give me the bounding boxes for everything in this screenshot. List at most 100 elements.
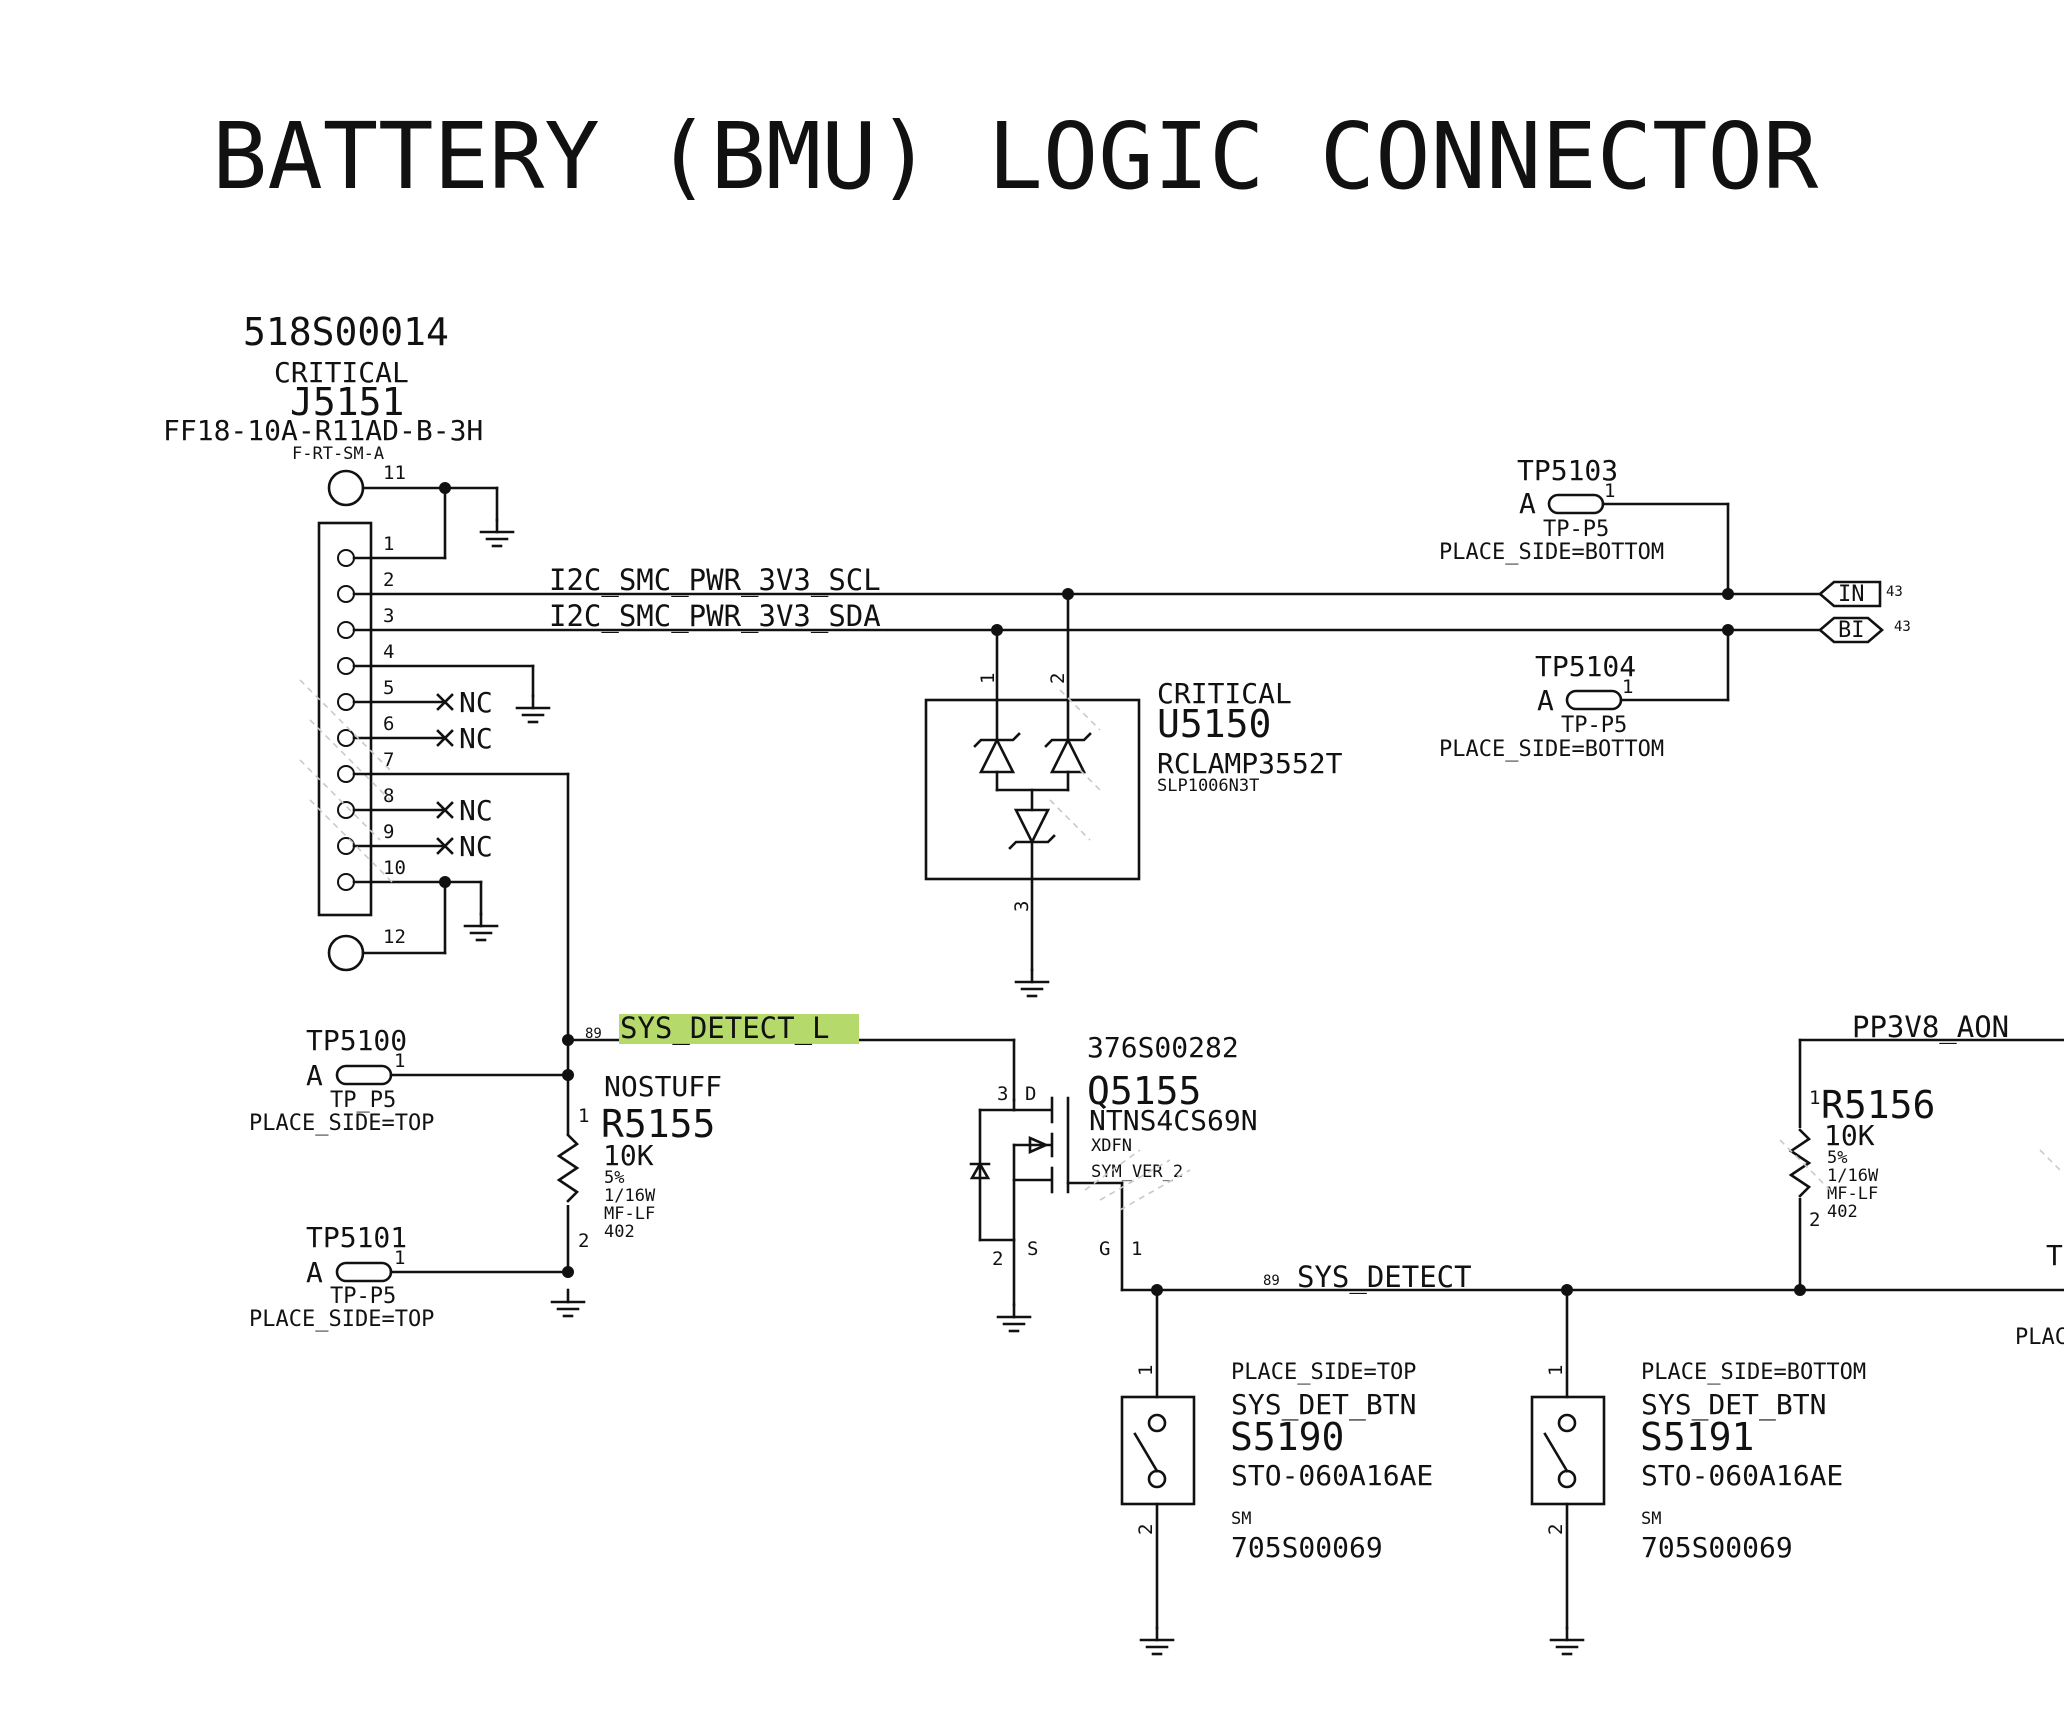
s5190-part-number: 705S00069 [1231,1531,1383,1564]
port-in-label: IN [1838,582,1865,607]
r5156-size: 402 [1827,1202,1858,1222]
s5191-pin2: 2 [1545,1524,1567,1535]
testpoint-tp5101: TP5101 A 1 TP-P5 PLACE_SIDE=TOP [249,1221,570,1332]
j5151-body [317,521,373,917]
j5151-ref: J5151 [290,380,404,424]
port-bi-label: BI [1838,618,1865,643]
s5190-name: SYS_DET_BTN [1231,1388,1416,1422]
testpoint-tp5100: TP5100 A 1 TP_P5 PLACE_SIDE=TOP [249,1024,570,1136]
s5191-ref: S5191 [1640,1415,1754,1459]
switch-s5190: 1 2 PLACE_SIDE=TOP SYS_DET_BTN S5190 STO… [1120,1288,1433,1656]
port-bi: BI 43 [1818,616,1911,644]
q5155-g-label: G [1099,1238,1110,1260]
q5155-pin2: 2 [992,1248,1003,1270]
net-sys-detect: 89 SYS_DETECT [1120,1260,2064,1296]
s5191-place: PLACE_SIDE=BOTTOM [1641,1360,1866,1385]
cut-off-plac: PLAC [2015,1325,2064,1350]
r5155-pin1: 1 [578,1105,589,1127]
j5151-pin-label-7: 7 [383,749,394,771]
j5151-value: FF18-10A-R11AD-B-3H [163,414,483,447]
r5156-type: MF-LF [1827,1184,1878,1204]
r5156-pin1: 1 [1809,1087,1820,1109]
tp5100-pin-num: 1 [394,1050,405,1072]
switch-s5191: 1 2 PLACE_SIDE=BOTTOM SYS_DET_BTN S5191 … [1530,1288,1866,1656]
tp5101-place: PLACE_SIDE=TOP [249,1307,434,1332]
nc-label-pin8: NC [459,794,493,827]
u5150-pin2: 2 [1047,673,1069,684]
tp5104-ref: TP5104 [1535,650,1636,683]
j5151-part-number: 518S00014 [243,310,449,354]
q5155-ref: Q5155 [1087,1069,1201,1113]
tp5103-place: PLACE_SIDE=BOTTOM [1439,540,1664,565]
tp5104-pin-num: 1 [1622,676,1633,698]
esd-clamp-u5150: 1 2 3 CRITICAL U5150 RCLAMP3552T SLP1006… [924,592,1343,998]
tp5104-place: PLACE_SIDE=BOTTOM [1439,737,1664,762]
net-label-scl: I2C_SMC_PWR_3V3_SCL [549,563,881,598]
s5190-place: PLACE_SIDE=TOP [1231,1360,1416,1385]
s5190-pin2: 2 [1135,1524,1157,1535]
mosfet-q5155: 376S00282 Q5155 NTNS4CS69N XDFN SYM_VER_… [969,1031,1258,1333]
j5151-pin-label-2: 2 [383,569,394,591]
net-label-sda: I2C_SMC_PWR_3V3_SDA [549,599,881,634]
nc-label-pin9: NC [459,830,493,863]
testpoint-tp5103: TP5103 A 1 TP-P5 PLACE_SIDE=BOTTOM [1439,454,1730,596]
q5155-d-label: D [1025,1083,1036,1105]
r5156-value: 10K [1824,1119,1875,1152]
s5191-name: SYS_DET_BTN [1641,1388,1826,1422]
r5155-value: 10K [603,1139,654,1172]
r5155-power: 1/16W [604,1186,656,1206]
j5151-mount-pin-11 [327,469,365,507]
tp5101-pin-num: 1 [394,1247,405,1269]
j5151-pin-label-11: 11 [383,462,406,484]
u5150-pin1: 1 [977,673,999,684]
r5155-size: 402 [604,1222,635,1242]
j5151-pin-label-9: 9 [383,821,394,843]
u5150-ref: U5150 [1157,702,1271,746]
net-sys-detect-l: 89 SYS_DETECT_L [352,772,1016,1278]
tp5101-pin-a: A [306,1256,323,1289]
j5151-pin-label-10: 10 [383,857,406,879]
s5191-value: STO-060A16AE [1641,1459,1843,1492]
net-highlight-sys-detect-l [619,1014,859,1044]
tp5100-place: PLACE_SIDE=TOP [249,1111,434,1136]
tp5100-ref: TP5100 [306,1024,407,1057]
j5151-pin-label-4: 4 [383,641,394,663]
s5190-pin1: 1 [1135,1365,1157,1376]
tp5103-footprint: TP-P5 [1543,517,1609,542]
r5155-type: MF-LF [604,1204,655,1224]
r5155-nostuff: NOSTUFF [604,1070,722,1103]
q5155-value: NTNS4CS69N [1089,1104,1258,1137]
r5155-pin2: 2 [578,1230,589,1252]
q5155-sym: SYM_VER_2 [1091,1162,1183,1182]
tp5103-ref: TP5103 [1517,454,1618,487]
tp5100-footprint: TP_P5 [330,1088,396,1113]
s5190-value: STO-060A16AE [1231,1459,1433,1492]
cut-off-t: T [2046,1239,2063,1272]
port-in-page: 43 [1886,584,1903,600]
resistor-r5155: NOSTUFF 1 R5155 10K 5% 1/16W MF-LF 402 2 [550,1070,722,1318]
tp5103-pin-a: A [1519,487,1536,520]
net-page-ref-sys-detect-l: 89 [585,1026,602,1042]
s5191-pin1: 1 [1545,1365,1567,1376]
r5156-ref: R5156 [1821,1083,1935,1127]
j5151-pin-label-8: 8 [383,785,394,807]
q5155-part-number: 376S00282 [1087,1031,1239,1064]
u5150-value: RCLAMP3552T [1157,747,1343,780]
tp5103-pin-num: 1 [1604,480,1615,502]
tp5101-ref: TP5101 [306,1221,407,1254]
j5151-mount-pin-12 [327,934,365,972]
j5151-pin-label-1: 1 [383,533,394,555]
j5151-critical: CRITICAL [274,356,409,389]
testpoint-tp5104: TP5104 A 1 TP-P5 PLACE_SIDE=BOTTOM [1439,628,1730,762]
net-label-sys-detect-l: SYS_DETECT_L [620,1011,830,1046]
tp5101-footprint: TP-P5 [330,1284,396,1309]
j5151-pin-label-5: 5 [383,677,394,699]
q5155-package: XDFN [1091,1136,1132,1156]
port-bi-page: 43 [1894,619,1911,635]
net-label-sys-detect: SYS_DETECT [1297,1260,1472,1295]
tp5104-pin-a: A [1537,684,1554,717]
u5150-critical: CRITICAL [1157,677,1292,710]
r5156-tol: 5% [1827,1148,1847,1168]
u5150-package: SLP1006N3T [1157,776,1259,796]
